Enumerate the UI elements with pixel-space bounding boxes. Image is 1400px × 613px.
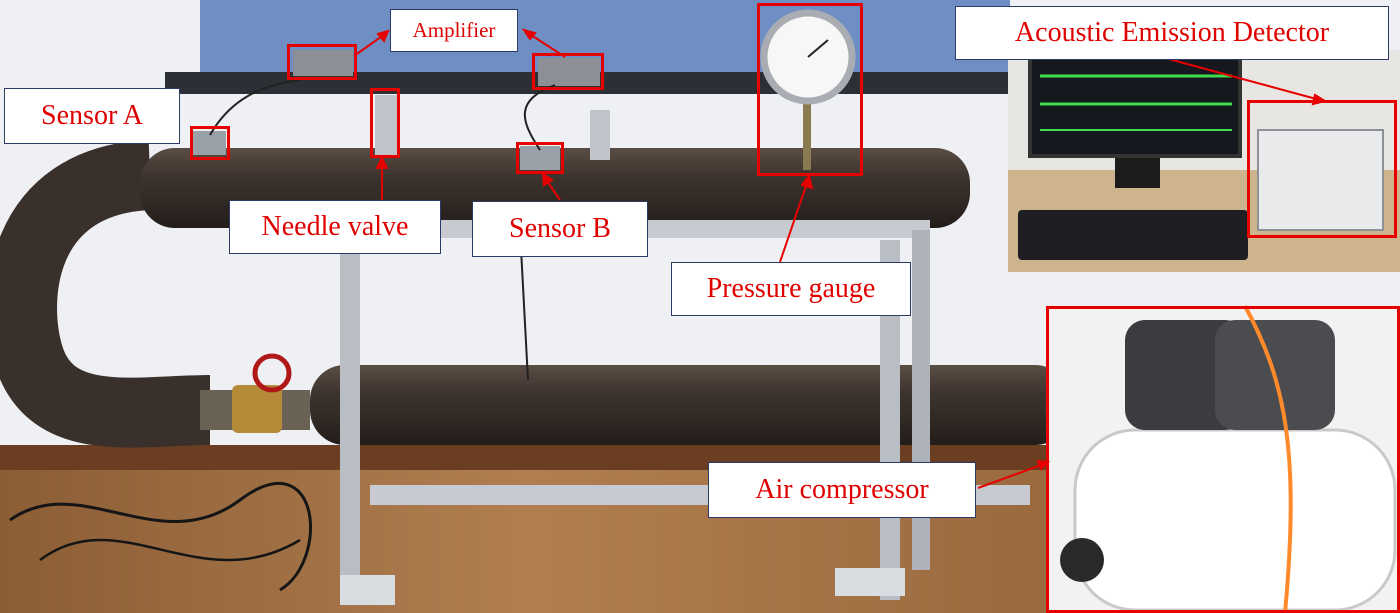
pressure-gauge-label: Pressure gauge: [671, 262, 911, 316]
needle-valve-device: [590, 110, 610, 160]
sensor-a-highlight: [190, 126, 230, 160]
gauge-needle: [807, 39, 829, 58]
arrow: [1164, 57, 1321, 101]
needle-valve-highlight: [370, 88, 400, 158]
valve-handwheel: [252, 353, 292, 393]
detector-highlight: [1247, 100, 1397, 238]
keyboard: [1018, 210, 1248, 260]
acoustic-emission-detector-label: Acoustic Emission Detector: [955, 6, 1389, 60]
u-bend-pipe: [0, 140, 211, 448]
arrow-head: [521, 28, 537, 41]
gate-valve-body: [232, 385, 282, 433]
arrow-head: [800, 173, 814, 190]
frame-foot: [835, 568, 905, 596]
frame-leg: [912, 230, 930, 570]
amplifier-left-highlight: [287, 44, 357, 80]
floor-cable: [39, 538, 301, 562]
arrow-head: [1036, 459, 1051, 471]
arrow-head: [541, 172, 554, 187]
monitor-stand: [1115, 158, 1160, 188]
arrow: [977, 463, 1045, 489]
monitor: [1028, 54, 1242, 158]
gauge-stem: [803, 80, 811, 170]
arrow-head: [375, 155, 389, 169]
pressure-gauge-highlight: [757, 3, 863, 176]
amplifier-label: Amplifier: [390, 9, 518, 52]
detector-device: [1257, 129, 1384, 231]
air-hose: [1243, 305, 1293, 613]
sensor-b-label: Sensor B: [472, 201, 648, 257]
arrow: [779, 179, 809, 263]
amplifier-unit: [538, 58, 600, 86]
lower-pipe: [310, 365, 1070, 445]
sensor-a-label: Sensor A: [4, 88, 180, 144]
compressor-highlight: [1046, 306, 1400, 613]
arrow-head: [376, 29, 390, 43]
sensor-b-highlight: [516, 142, 564, 174]
amplifier-right-highlight: [532, 53, 604, 90]
needle-valve-device: [375, 95, 397, 155]
frame-leg: [340, 240, 360, 600]
amplifier-unit: [293, 50, 353, 76]
air-compressor-label: Air compressor: [708, 462, 976, 518]
sensor-a-device: [193, 131, 226, 155]
compressor-wheel: [1060, 538, 1104, 582]
frame-foot: [340, 575, 395, 605]
needle-valve-label: Needle valve: [229, 200, 441, 254]
floor-cable: [9, 482, 313, 592]
sensor-cable: [209, 79, 301, 136]
